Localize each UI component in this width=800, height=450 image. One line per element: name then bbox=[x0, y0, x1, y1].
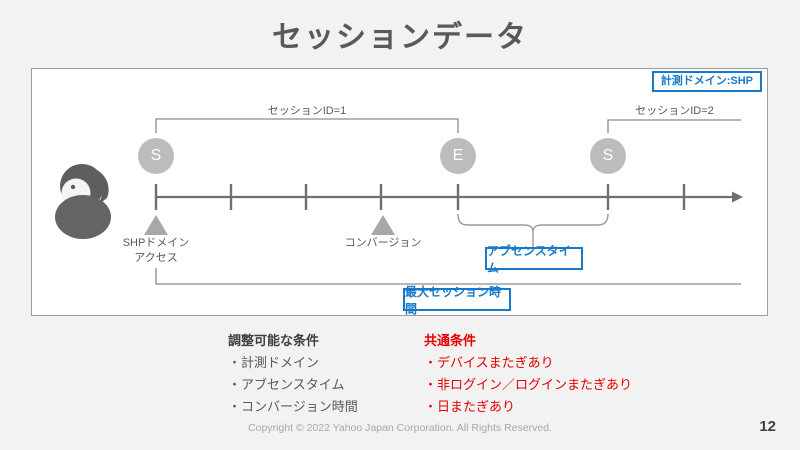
session-end-circle: E bbox=[440, 138, 476, 174]
timeline-diagram bbox=[55, 118, 743, 285]
session-start-circle-1: S bbox=[138, 138, 174, 174]
shp-access-label: SHPドメイン アクセス bbox=[86, 236, 226, 266]
arrow-right-icon bbox=[732, 191, 743, 203]
diagram-panel: 計測ドメイン:SHP セッションID=1 セッションID=2 S E S SHP… bbox=[31, 68, 768, 316]
user-icon bbox=[55, 164, 111, 239]
common-conditions-block: 共通条件 ・デバイスまたぎあり ・非ログイン／ログインまたぎあり ・日またぎあり bbox=[424, 330, 632, 418]
list-item: ・日またぎあり bbox=[424, 399, 516, 414]
adjustable-conditions-title: 調整可能な条件 bbox=[228, 333, 320, 348]
list-item: ・計測ドメイン bbox=[228, 355, 320, 370]
max-session-time-box: 最大セッション時間 bbox=[403, 285, 511, 316]
triangle-up-icon bbox=[371, 215, 395, 235]
absence-brace bbox=[457, 213, 609, 233]
session2-label: セッションID=2 bbox=[635, 105, 714, 117]
measurement-domain-badge: 計測ドメイン:SHP bbox=[651, 71, 762, 92]
conversion-label: コンバージョン bbox=[344, 237, 422, 249]
session-start-circle-2: S bbox=[590, 138, 626, 174]
list-item: ・デバイスまたぎあり bbox=[424, 355, 554, 370]
session1-label: セッションID=1 bbox=[267, 105, 347, 117]
common-conditions-title: 共通条件 bbox=[424, 333, 477, 348]
timeline-ticks bbox=[154, 184, 686, 210]
copyright-text: Copyright © 2022 Yahoo Japan Corporation… bbox=[248, 422, 552, 434]
page-title: セッションデータ bbox=[272, 21, 528, 54]
list-item: ・アブセンスタイム bbox=[228, 377, 345, 392]
adjustable-conditions-block: 調整可能な条件 ・計測ドメイン ・アブセンスタイム ・コンバージョン時間 bbox=[228, 330, 358, 418]
page-number: 12 bbox=[759, 418, 776, 435]
session1-bracket bbox=[155, 118, 459, 133]
list-item: ・コンバージョン時間 bbox=[228, 399, 358, 414]
shp-access-line2: アクセス bbox=[134, 252, 178, 264]
max-session-bracket bbox=[155, 268, 741, 285]
shp-access-line1: SHPドメイン bbox=[122, 237, 190, 249]
absence-time-box: アブセンスタイム bbox=[485, 244, 583, 275]
session2-bracket bbox=[607, 119, 741, 133]
list-item: ・非ログイン／ログインまたぎあり bbox=[424, 377, 633, 392]
triangle-up-icon bbox=[144, 215, 168, 235]
